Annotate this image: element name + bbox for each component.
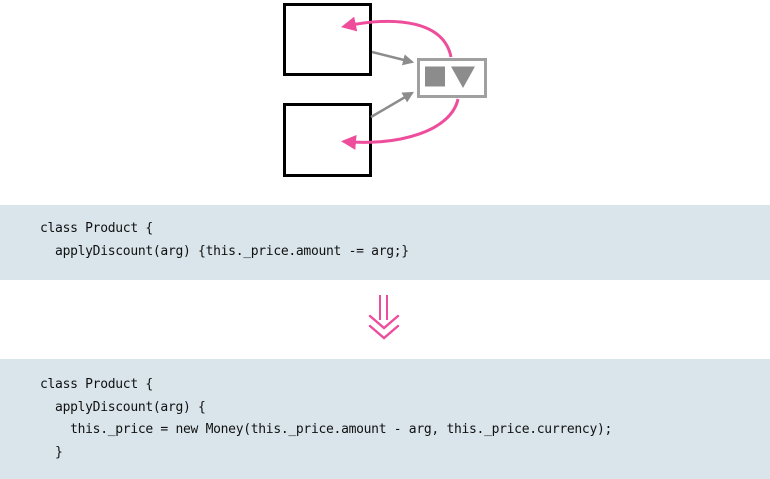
double-down-arrow-icon	[368, 295, 400, 340]
filled-triangle-icon	[451, 66, 475, 88]
filled-square-icon	[425, 66, 445, 87]
code-before: class Product { applyDiscount(arg) {this…	[0, 205, 770, 263]
referrer-box-bottom	[283, 103, 372, 177]
gray-reference-arrow-bottom	[370, 91, 414, 119]
gray-reference-arrow-top	[371, 50, 415, 66]
code-line: applyDiscount(arg) {	[40, 399, 206, 415]
referrer-box-top	[283, 3, 372, 76]
pink-return-arrow-bottom	[341, 98, 460, 150]
code-line: this._price = new Money(this._price.amou…	[40, 422, 613, 437]
pink-return-arrow-top	[341, 16, 453, 58]
code-line: class Product {	[40, 221, 153, 236]
code-after-block: class Product { applyDiscount(arg) { thi…	[0, 359, 770, 479]
code-line: }	[40, 444, 63, 460]
refactoring-diagram	[283, 3, 487, 177]
code-after: class Product { applyDiscount(arg) { thi…	[0, 359, 770, 464]
code-line: class Product {	[40, 377, 153, 392]
code-before-block: class Product { applyDiscount(arg) {this…	[0, 205, 770, 280]
code-line: applyDiscount(arg) {this._price.amount -…	[40, 243, 409, 259]
